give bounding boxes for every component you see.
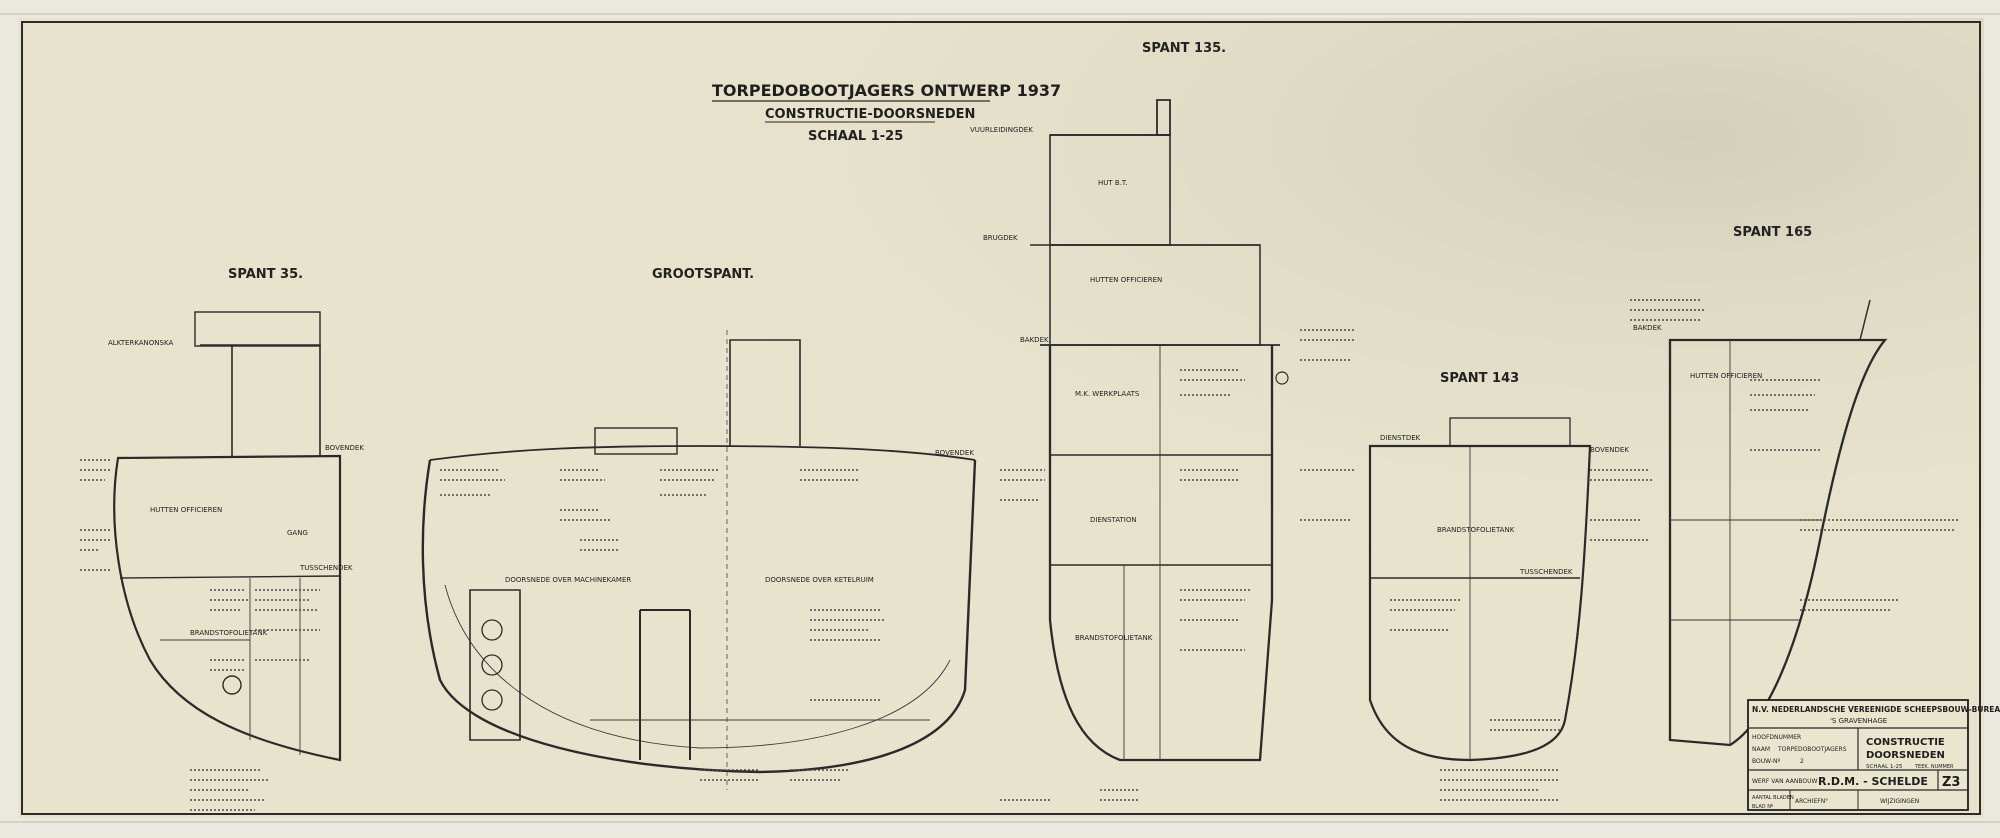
bovendek-label-143: BOVENDEK <box>1590 446 1629 454</box>
title-block: N.V. NEDERLANDSCHE VEREENIGDE SCHEEPSBOU… <box>1747 699 2000 811</box>
mk-werkplaats-label: M.K. WERKPLAATS <box>1075 390 1140 398</box>
tb-row-label-1: HOOFDNUMMER <box>1752 734 1801 741</box>
bakdek-label-165: BAKDEK <box>1633 324 1662 332</box>
vent-box <box>594 427 678 455</box>
tb-blad: BLAD Nº <box>1752 804 1774 810</box>
tb-row-value-3: 2 <box>1800 758 1804 765</box>
tb-row-label-3: BOUW-Nº <box>1752 758 1780 765</box>
hutten-officieren-label: HUTTEN OFFICIEREN <box>1090 276 1162 284</box>
label-spant-135: SPANT 135. <box>1142 41 1226 56</box>
paper-stain <box>18 18 1984 818</box>
tb-yard: R.D.M. - SCHELDE <box>1818 775 1928 788</box>
deck-tusschendek-35 <box>119 575 341 579</box>
machinekamer-label: DOORSNEDE OVER MACHINEKAMER <box>505 576 631 584</box>
hull-outline-spant-35 <box>113 454 342 762</box>
ketelruim-label: DOORSNEDE OVER KETELRUIM <box>765 576 874 584</box>
section-spant-135: HUT B.T. HUTTEN OFFICIEREN M.K. WERKPLAA… <box>970 99 1289 762</box>
drawing-title: TORPEDOBOOTJAGERS ONTWERP 1937 <box>712 81 1061 100</box>
label-grootspant: GROOTSPANT. <box>652 267 754 282</box>
tb-yard-label: WERF VAN AANBOUW <box>1752 778 1817 785</box>
section-spant-35: GANG TUSSCHENDEK BOVENDEK ALKTERKANONSKA… <box>108 311 364 762</box>
tb-aantal-bladen: AANTAL BLADEN <box>1752 795 1794 801</box>
annotation-notes <box>80 299 1960 811</box>
boiler-bracket <box>469 589 521 741</box>
brandstof-35: BRANDSTOFOLIETANK <box>190 629 268 637</box>
inner-bulkhead-35 <box>160 578 301 755</box>
hull-outline-spant-135 <box>1048 345 1274 762</box>
machinery-column <box>639 609 691 760</box>
section-grootspant: DOORSNEDE OVER MACHINEKAMER DOORSNEDE OV… <box>421 330 977 790</box>
house-143 <box>1449 417 1571 447</box>
deck-line-grootspant <box>429 445 976 461</box>
bulkhead-135 <box>1123 345 1161 760</box>
border-frame <box>21 21 1981 815</box>
bore-3 <box>481 689 503 711</box>
superstructure-spant-35 <box>194 311 321 347</box>
bovendek-label-35: BOVENDEK <box>325 444 364 452</box>
brandstof-143-label: BRANDSTOFOLIETANK <box>1437 526 1515 534</box>
brugdek-label: BRUGDEK <box>983 234 1018 242</box>
tb-city: 'S GRAVENHAGE <box>1830 717 1887 725</box>
porthole-35 <box>222 675 242 695</box>
tusschendek-label-35: TUSSCHENDEK <box>299 564 353 572</box>
tb-scale: SCHAAL 1-25 <box>1866 764 1903 770</box>
casing-grootspant <box>729 339 801 446</box>
tb-drawing-name-1: CONSTRUCTIE <box>1866 737 1945 748</box>
hut-bt-label: HUT B.T. <box>1098 179 1128 187</box>
tb-row-value-2: TORPEDOBOOTJAGERS <box>1777 746 1847 753</box>
tb-archief: ARCHIEFN° <box>1795 798 1828 805</box>
drawing-subtitle: CONSTRUCTIE-DOORSNEDEN <box>765 107 975 122</box>
porthole-135 <box>1275 371 1289 385</box>
label-spant-165: SPANT 165 <box>1733 225 1812 240</box>
gang-label-35: GANG <box>287 529 308 537</box>
dienstdek-label: DIENSTDEK <box>1380 434 1421 442</box>
inner-frame-grootspant <box>444 584 951 749</box>
tb-row-label-2: NAAM <box>1752 746 1770 753</box>
bovendek-label-gs: BOVENDEK <box>935 449 974 457</box>
hull-outline-grootspant <box>421 459 977 774</box>
dienstation-label: DIENSTATION <box>1090 516 1137 524</box>
tusschendek-label-143: TUSSCHENDEK <box>1519 568 1573 576</box>
hutten-officieren-35: HUTTEN OFFICIEREN <box>150 506 222 514</box>
vuurleidingdek-label: VUURLEIDINGDEK <box>970 126 1033 134</box>
inner-165 <box>1670 340 1820 745</box>
tb-company: N.V. NEDERLANDSCHE VEREENIGDE SCHEEPSBOU… <box>1752 705 2000 714</box>
hutten-officieren-165: HUTTEN OFFICIEREN <box>1690 372 1762 380</box>
section-spant-143: DIENSTDEK BRANDSTOFOLIETANK TUSSCHENDEK … <box>1368 417 1629 762</box>
bore-1 <box>481 619 503 641</box>
bakdek-label: BAKDEK <box>1020 336 1049 344</box>
tb-wijzigingen: WIJZIGINGEN <box>1880 798 1919 805</box>
stem-165 <box>1859 299 1871 341</box>
hull-outline-spant-143 <box>1368 444 1592 762</box>
bore-2 <box>481 654 503 676</box>
tb-sheet-number: Z3 <box>1942 775 1960 790</box>
label-spant-143: SPANT 143 <box>1440 371 1519 386</box>
deck-bovendek-35 <box>117 455 341 459</box>
drawing-scale: SCHAAL 1-25 <box>808 129 903 144</box>
alkterkamer-label: ALKTERKANONSKA <box>108 339 173 347</box>
tb-tek: TEEK. NUMMER <box>1914 764 1954 770</box>
brandstof-135-label: BRANDSTOFOLIETANK <box>1075 634 1153 642</box>
label-spant-35: SPANT 35. <box>228 267 303 282</box>
tb-drawing-name-2: DOORSNEDEN <box>1866 750 1945 761</box>
